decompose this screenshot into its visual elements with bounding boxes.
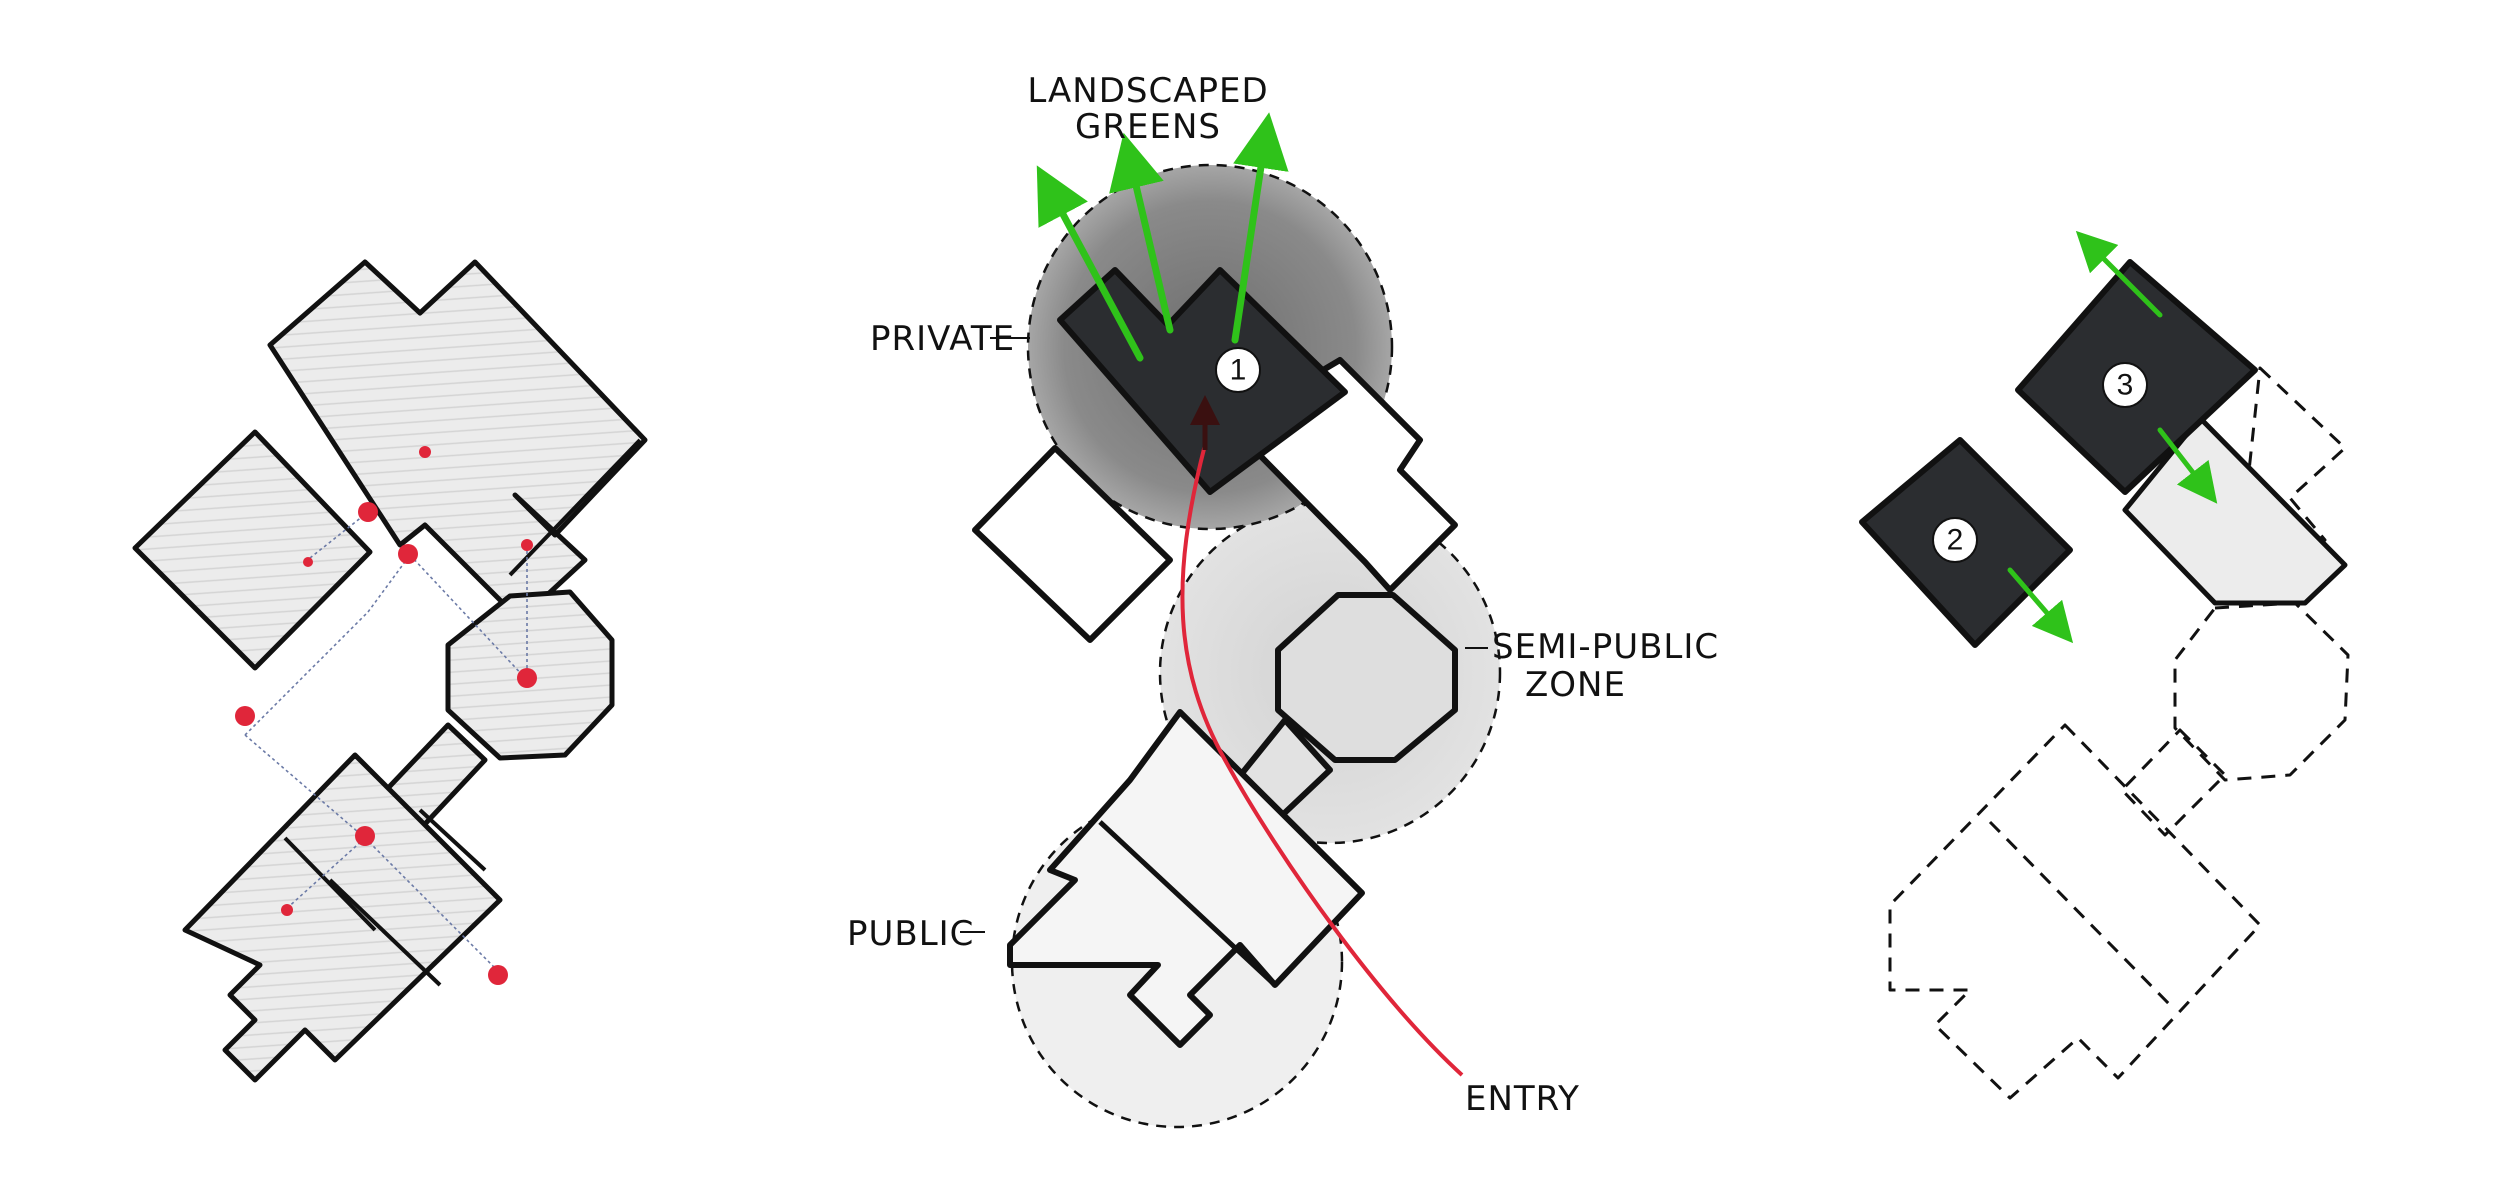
axis-plan-blocks <box>132 259 648 1083</box>
massing-panel: 2 3 <box>1859 230 2350 1100</box>
ghost-octagon <box>2173 601 2350 782</box>
green-arrow <box>1036 165 1144 362</box>
entry-label: ENTRY <box>1465 1079 1580 1119</box>
axis-node <box>521 539 533 551</box>
landscape-arrows <box>1036 112 1289 362</box>
marker-2: 2 <box>1932 517 1978 563</box>
private-mass <box>1057 267 1348 495</box>
axis-plan-lines <box>283 438 642 987</box>
svg-text:3: 3 <box>2117 369 2134 402</box>
svg-text:2: 2 <box>1947 524 1964 557</box>
axis-node <box>355 826 375 846</box>
public-block-inner <box>1098 820 1277 987</box>
svg-text:LANDSCAPED: LANDSCAPED <box>1027 71 1268 111</box>
zoning-blocks <box>972 357 1458 1048</box>
green-arrow <box>1109 132 1174 334</box>
axis-node <box>281 904 293 916</box>
axis-node <box>235 706 255 726</box>
massing-arrows <box>2007 230 2218 644</box>
marker-3: 3 <box>2102 362 2148 408</box>
small-left-block <box>972 445 1173 643</box>
axis-node <box>488 965 508 985</box>
zoning-panel: 1 LANDSCAPED GREENS PRIVATE SEMI-PUBLIC … <box>847 71 1719 1129</box>
svg-text:ZONE: ZONE <box>1525 665 1626 705</box>
axis-node <box>419 446 431 458</box>
axis-node <box>358 502 378 522</box>
svg-text:PUBLIC: PUBLIC <box>847 914 974 954</box>
axis-nodes <box>235 446 537 985</box>
axis-plan-panel <box>132 259 648 1083</box>
private-label: PRIVATE <box>870 319 1030 359</box>
entry-path <box>1180 444 1464 1077</box>
axis-block-left <box>132 429 373 671</box>
axis-block-bottom <box>182 752 503 1083</box>
svg-text:SEMI-PUBLIC: SEMI-PUBLIC <box>1492 627 1719 667</box>
green-arrow <box>2157 427 2218 504</box>
ghost-connector <box>2120 728 2227 837</box>
axis-guides <box>244 511 528 974</box>
axis-node <box>303 557 313 567</box>
ghost-public <box>1888 723 2262 1100</box>
octagon-hall <box>1275 592 1458 763</box>
svg-text:GREENS: GREENS <box>1075 107 1221 147</box>
svg-text:ENTRY: ENTRY <box>1465 1079 1580 1119</box>
axis-node <box>517 668 537 688</box>
green-arrow <box>2075 230 2163 318</box>
semi-public-label: SEMI-PUBLIC ZONE <box>1465 627 1719 705</box>
axis-node <box>398 544 418 564</box>
landscaped-greens-label: LANDSCAPED GREENS <box>1027 71 1268 147</box>
marker-1: 1 <box>1215 347 1261 393</box>
svg-text:1: 1 <box>1230 354 1247 387</box>
public-label: PUBLIC <box>847 914 985 954</box>
green-arrow <box>2007 567 2074 644</box>
green-arrow <box>1231 112 1289 344</box>
